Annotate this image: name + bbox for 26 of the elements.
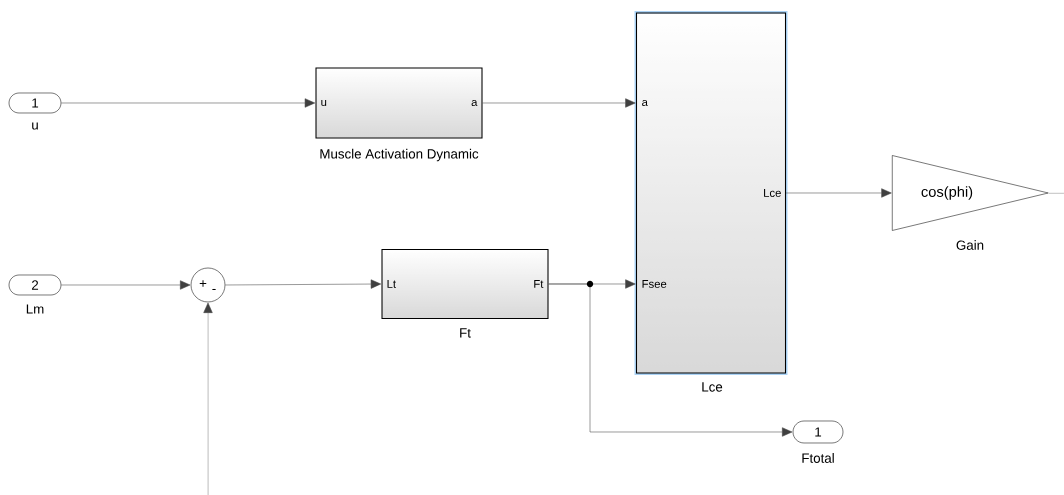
block-label: Ft — [460, 328, 471, 338]
arrow — [785, 188, 892, 198]
arrow — [225, 279, 382, 289]
node-label: Lt — [387, 280, 396, 288]
subsystem-block: u a — [315, 67, 483, 139]
node-label: Fsee — [642, 280, 667, 288]
arrow — [482, 98, 636, 108]
block-label: Lm — [26, 304, 44, 314]
block-label: u — [32, 122, 38, 130]
node-label: u — [321, 99, 327, 107]
block-label: Gain — [956, 240, 984, 250]
arrow — [61, 280, 191, 290]
subsystem-block: Lt Ft — [381, 248, 549, 320]
arrow — [61, 98, 316, 108]
gain-triangle: cos(phi) — [892, 155, 1049, 231]
port-block: 2 — [8, 274, 62, 296]
node-label: Ft — [534, 280, 544, 288]
block-label: Ftotal — [802, 453, 834, 463]
port-block: 1 — [792, 420, 844, 444]
node-label: a — [642, 99, 648, 107]
block-label: Muscle Activation Dynamic — [320, 148, 479, 162]
port-block: 1 — [8, 92, 62, 114]
node-label: Lce — [764, 189, 781, 197]
node-label: a — [471, 99, 478, 107]
subsystem-block: a Fsee Lce — [634, 11, 788, 375]
block-label: Lce — [702, 382, 723, 392]
